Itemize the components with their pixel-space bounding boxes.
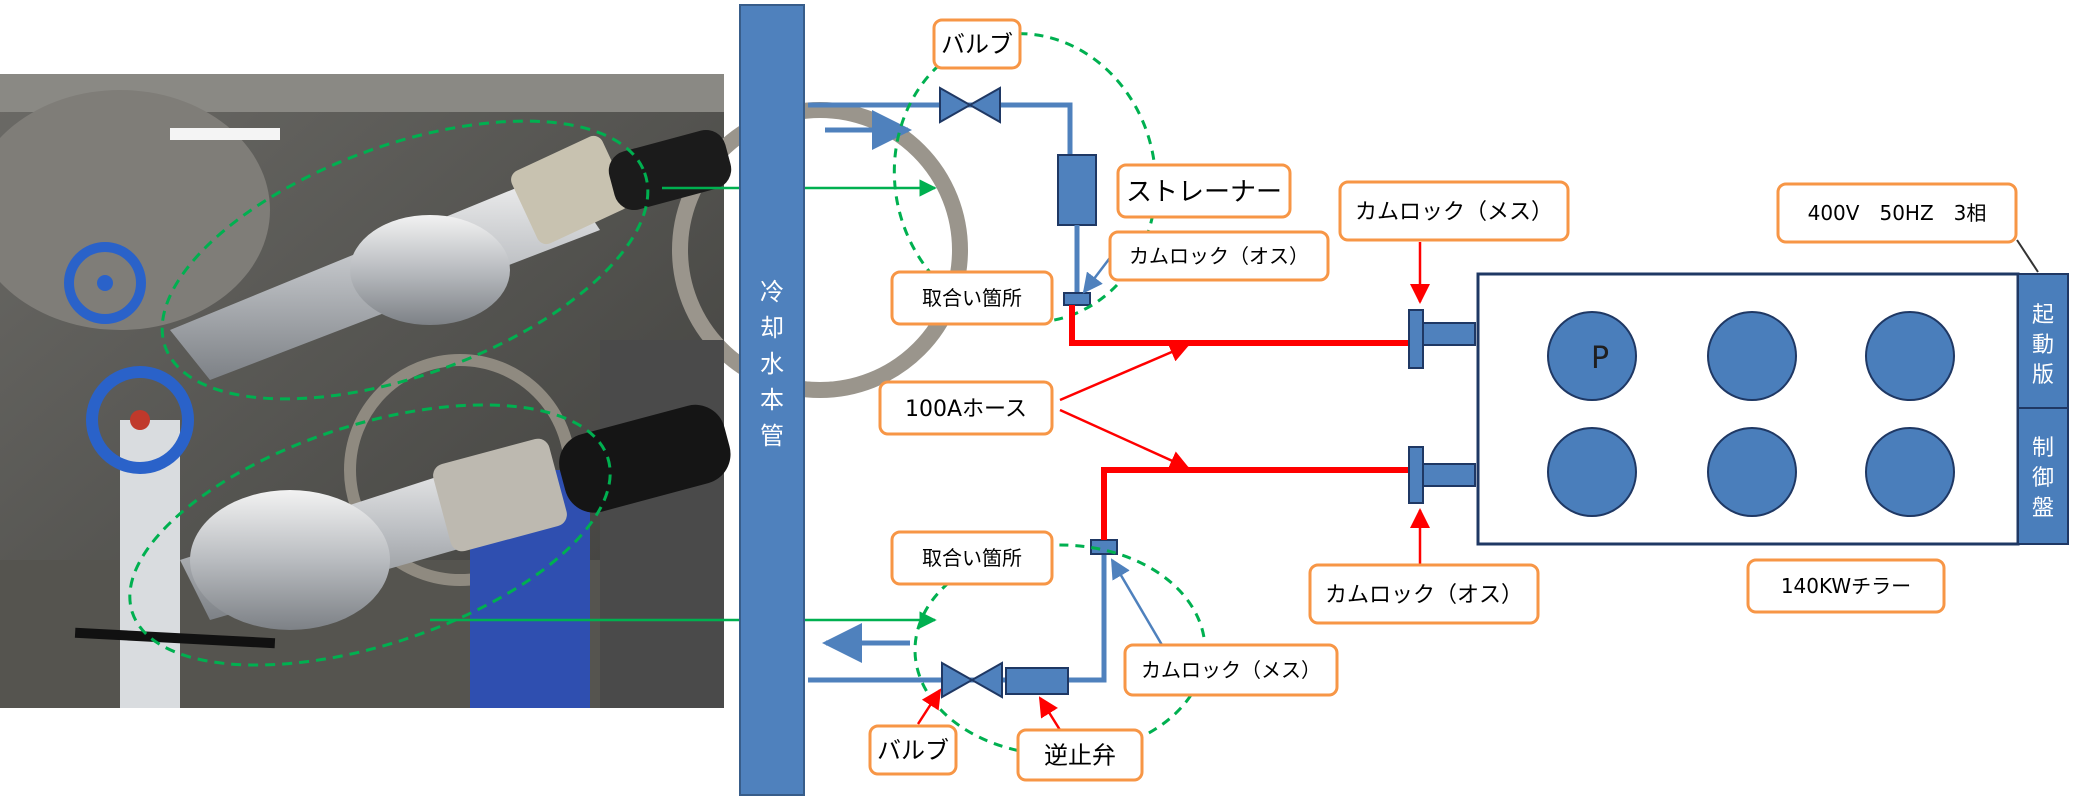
valve-top-symbol [939, 86, 1001, 124]
callout-valve-bottom: バルブ [868, 724, 958, 776]
photo-black-hose-bottom [559, 404, 731, 513]
strainer-symbol [1057, 154, 1097, 226]
callout-leaders [916, 239, 2039, 731]
callout-text: 取合い箇所 [922, 286, 1022, 310]
chiller-circle-5 [1707, 427, 1797, 517]
camlock-female-plate [1408, 309, 1424, 369]
callout-box [1016, 728, 1144, 782]
callout-hose: 100Aホース [878, 380, 1054, 436]
chiller-circle-2 [1707, 311, 1797, 401]
photo-highlight-upper [160, 119, 650, 401]
chiller-circle-4 [1547, 427, 1637, 517]
main-pipe-bar [739, 4, 805, 796]
chiller-circle-6 [1865, 427, 1955, 517]
callout-text: カムロック（オス） [1325, 583, 1523, 608]
callout-chiller: 140KWチラー [1746, 558, 1946, 614]
callout-text: 140KWチラー [1781, 574, 1911, 598]
valve-bottom-symbol [941, 661, 1003, 699]
callout-box [1338, 180, 1570, 242]
leader-check-valve [1038, 696, 1062, 731]
callout-power: 400V 50HZ 3相 [1776, 182, 2018, 244]
camlock-female-stub [1422, 322, 1476, 346]
hose-top [1069, 305, 1408, 346]
callout-text: カムロック（オス） [1129, 244, 1309, 268]
pump-circle [1547, 311, 1637, 401]
supply-line [808, 32, 1158, 324]
callout-camlock-female-bottom: カムロック（メス） [1123, 643, 1339, 697]
callout-text: 取合い箇所 [922, 546, 1022, 570]
chiller-circle-3 [1865, 311, 1955, 401]
supply-pipe [808, 102, 1073, 155]
callout-joint-top: 取合い箇所 [890, 270, 1054, 326]
control-panel-label: 制御盤 [2032, 436, 2054, 521]
callout-box [1776, 182, 2018, 244]
callout-box [868, 724, 958, 776]
callout-camlock-male-bottom: カムロック（オス） [1308, 563, 1540, 625]
chiller-unit: 起動版 制御盤 P [1476, 272, 2069, 546]
callout-text: バルブ [877, 737, 949, 765]
leader-camlock-female-bottom [1110, 558, 1164, 646]
callout-box [1108, 230, 1330, 282]
hose-bottom [1101, 467, 1408, 540]
main-pipe-label: 冷却水本管 [760, 278, 784, 450]
callout-box [932, 18, 1022, 70]
site-photo [0, 74, 968, 708]
photo-mesh-fence [600, 340, 724, 708]
callout-valve-top: バルブ [932, 18, 1022, 70]
callout-text: 100Aホース [905, 397, 1027, 422]
photo-black-hose-top [608, 129, 732, 211]
return-pipe [808, 547, 1107, 683]
callout-box [878, 380, 1054, 436]
callout-camlock-female-top: カムロック（メス） [1338, 180, 1570, 242]
callout-joint-bottom: 取合い箇所 [890, 530, 1054, 586]
callout-box [890, 530, 1054, 586]
photo-lever-handle [74, 627, 276, 649]
camlock-top-joint [1063, 292, 1091, 306]
camlock-male-stub [1422, 463, 1476, 487]
callout-strainer: ストレーナー [1116, 163, 1292, 219]
callout-text: 400V 50HZ 3相 [1808, 201, 1987, 225]
callout-text: カムロック（メス） [1141, 658, 1321, 682]
check-valve-symbol [1005, 667, 1069, 695]
photo-light [170, 128, 280, 140]
photo-upper-coupling [511, 135, 629, 245]
photo-lower-strainer [190, 490, 390, 630]
callout-text: カムロック（メス） [1355, 200, 1553, 225]
main-pipe: 冷却水本管 [739, 4, 805, 796]
leader-valve-bottom [916, 688, 942, 725]
start-panel-label: 起動版 [2032, 303, 2054, 388]
photo-strainer-body [350, 215, 510, 325]
photo-handwheel-bottom-hub [130, 410, 150, 430]
photo-large-wheel [672, 102, 968, 398]
leader-hose-top [1059, 342, 1190, 402]
start-panel-box [2017, 273, 2069, 409]
callout-box [1308, 563, 1540, 625]
photo-highlights [128, 119, 650, 667]
leader-hose-bottom [1059, 408, 1190, 470]
photo-highlight-lower [128, 403, 612, 667]
callout-text: バルブ [941, 31, 1013, 59]
photo-handwheel-top [64, 242, 146, 324]
callout-box [890, 270, 1054, 326]
callout-text: ストレーナー [1126, 177, 1282, 207]
chiller-camlocks [1408, 309, 1476, 504]
hoses [1069, 305, 1408, 540]
callout-text: 逆止弁 [1044, 742, 1116, 770]
leader-power [2016, 239, 2039, 273]
photo-handwheel-top-hub [97, 275, 113, 291]
callout-camlock-male-top: カムロック（オス） [1108, 230, 1330, 282]
pump-label: P [1591, 341, 1609, 376]
callout-box [1746, 558, 1946, 614]
callout-box [1116, 163, 1292, 219]
callout-box [1123, 643, 1339, 697]
callout-check-valve: 逆止弁 [1016, 728, 1144, 782]
control-panel-box [2017, 407, 2069, 545]
photo-handwheel-bottom [86, 366, 194, 474]
photo-lower-coupling [433, 438, 567, 552]
camlock-male-plate [1408, 446, 1424, 504]
